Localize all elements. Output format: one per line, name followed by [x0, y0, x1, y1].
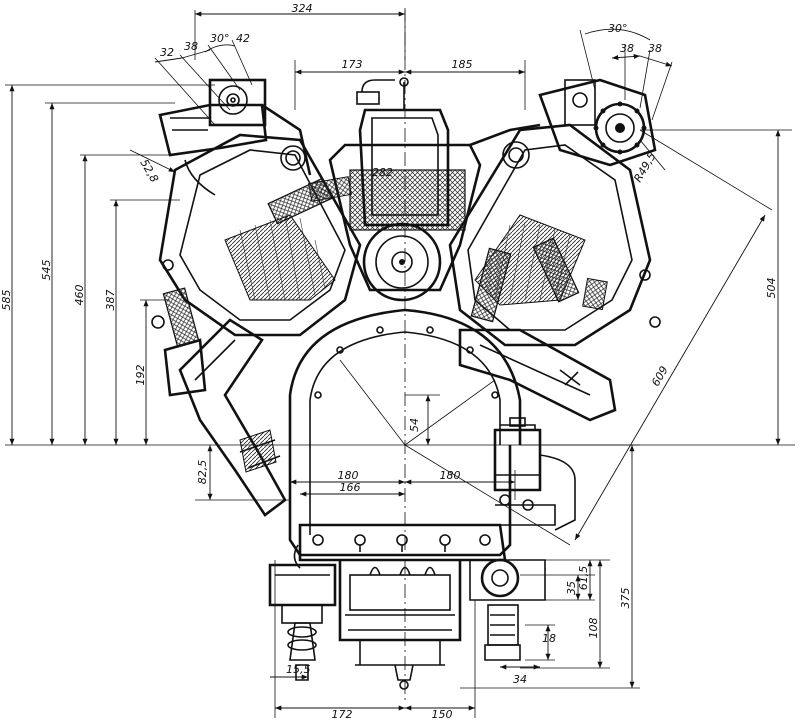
housing-bolts: [314, 326, 499, 399]
dim-460: 460: [73, 285, 86, 306]
dim-52-8: 52,8: [137, 157, 161, 185]
dim-18: 18: [542, 632, 556, 645]
dim-150: 150: [432, 708, 453, 721]
dim-38-right-b: 38: [648, 42, 662, 55]
dim-35: 35: [565, 581, 578, 595]
dim-54: 54: [408, 418, 421, 432]
dim-545: 545: [40, 260, 53, 281]
center-lines: [5, 8, 795, 700]
dim-82-5: 82,5: [196, 460, 209, 485]
sump-bolts: [312, 534, 491, 552]
dim-282: 282: [372, 166, 393, 179]
dim-609: 609: [649, 364, 671, 389]
dim-324: 324: [292, 2, 313, 15]
dim-30deg-right: 30°: [608, 22, 628, 35]
dim-180-right: 180: [440, 469, 461, 482]
dim-32: 32: [160, 46, 174, 59]
dimension-labels: 324 173 185 32 38 30° 42 30° 38 38 585 5…: [0, 2, 778, 721]
dim-173: 173: [342, 58, 363, 71]
dim-387: 387: [104, 290, 117, 311]
dim-34: 34: [513, 673, 527, 686]
dim-15-5: 15,5: [286, 663, 311, 676]
engine-body: [151, 77, 661, 690]
right-flange-bolts: [593, 101, 647, 155]
dim-185: 185: [452, 58, 473, 71]
dim-166: 166: [340, 481, 361, 494]
dimension-lines: [5, 10, 792, 718]
dim-108: 108: [587, 618, 600, 639]
dim-30deg-left: 30°: [210, 32, 230, 45]
dim-38-left: 38: [184, 40, 198, 53]
dim-180-left: 180: [338, 469, 359, 482]
dim-172: 172: [332, 708, 353, 721]
dim-375: 375: [619, 588, 632, 609]
dim-504: 504: [765, 278, 778, 299]
dim-61-5: 61,5: [577, 566, 590, 591]
dim-38-right-a: 38: [620, 42, 634, 55]
dim-585: 585: [0, 290, 13, 311]
dim-192: 192: [134, 365, 147, 386]
dim-42: 42: [236, 32, 250, 45]
